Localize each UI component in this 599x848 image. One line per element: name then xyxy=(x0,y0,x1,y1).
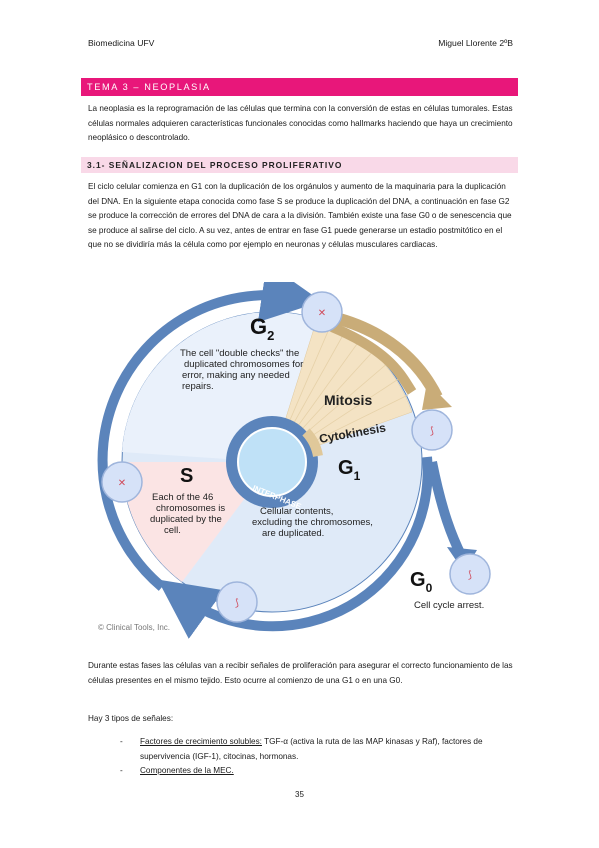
svg-text:✕: ✕ xyxy=(318,308,326,319)
list-item: - Componentes de la MEC. xyxy=(120,764,520,779)
g2-description: The cell "double checks" the duplicated … xyxy=(180,348,306,392)
section-title: TEMA 3 – NEOPLASIA xyxy=(81,78,518,96)
mitosis-ring-segment xyxy=(302,428,323,458)
cell-icons: ✕ ⟆ ✕ ⟆ ⟆ xyxy=(101,291,491,623)
mitosis-arrowhead-upper xyxy=(422,382,452,410)
cell-cycle-diagram: ✕ ⟆ ✕ ⟆ ⟆ G2 The cell "double checks" th… xyxy=(97,262,491,639)
header-left: Biomedicina UFV xyxy=(88,38,155,48)
s-region xyxy=(122,462,272,582)
nucleus xyxy=(237,427,307,497)
mitosis-label: Mitosis xyxy=(324,392,372,408)
bullet-dash: - xyxy=(120,766,123,776)
svg-text:⟆: ⟆ xyxy=(235,598,239,609)
g0-label: G0 xyxy=(410,569,433,595)
signals-list: - Factores de crecimiento solubles: TGF-… xyxy=(120,735,520,779)
g1-description: Cellular contents, excluding the chromos… xyxy=(252,506,376,539)
header-right: Miguel Llorente 2ºB xyxy=(438,38,513,48)
bullet-title: Factores de crecimiento solubles: xyxy=(140,737,262,746)
signals-paragraph: Durante estas fases las células van a re… xyxy=(88,661,513,685)
page-number: 35 xyxy=(295,790,304,799)
figure-copyright: © Clinical Tools, Inc. xyxy=(98,623,170,632)
g0-description: Cell cycle arrest. xyxy=(414,600,484,611)
g2-label: G2 xyxy=(250,314,274,343)
bullet-title: Componentes de la MEC. xyxy=(140,766,234,776)
svg-text:⟆: ⟆ xyxy=(468,570,472,581)
list-item: - Factores de crecimiento solubles: TGF-… xyxy=(120,735,520,764)
signals-intro: Hay 3 tipos de señales: xyxy=(88,714,174,723)
intro-paragraph: La neoplasia es la reprogramación de las… xyxy=(88,104,513,143)
cycle-paragraph: El ciclo celular comienza en G1 con la d… xyxy=(88,182,512,250)
g1-label: G1 xyxy=(338,457,361,483)
s-label: S xyxy=(180,465,193,487)
g0-arrow xyxy=(427,461,467,560)
mitosis-arrow-lower xyxy=(330,322,417,395)
bullet-text: TGF-α (activa la ruta de las MAP kinasas… xyxy=(140,737,483,761)
s-description: Each of the 46 chromosomes is duplicated… xyxy=(150,492,228,536)
bullet-dash: - xyxy=(120,737,123,746)
cell-cycle-figure: ✕ ⟆ ✕ ⟆ ⟆ G2 The cell "double checks" th… xyxy=(92,262,512,642)
subsection-title: 3.1- SEÑALIZACION DEL PROCESO PROLIFERAT… xyxy=(81,157,518,173)
svg-text:✕: ✕ xyxy=(118,478,126,489)
cycle-arrow-left xyxy=(97,262,322,591)
svg-text:⟆: ⟆ xyxy=(430,426,434,437)
